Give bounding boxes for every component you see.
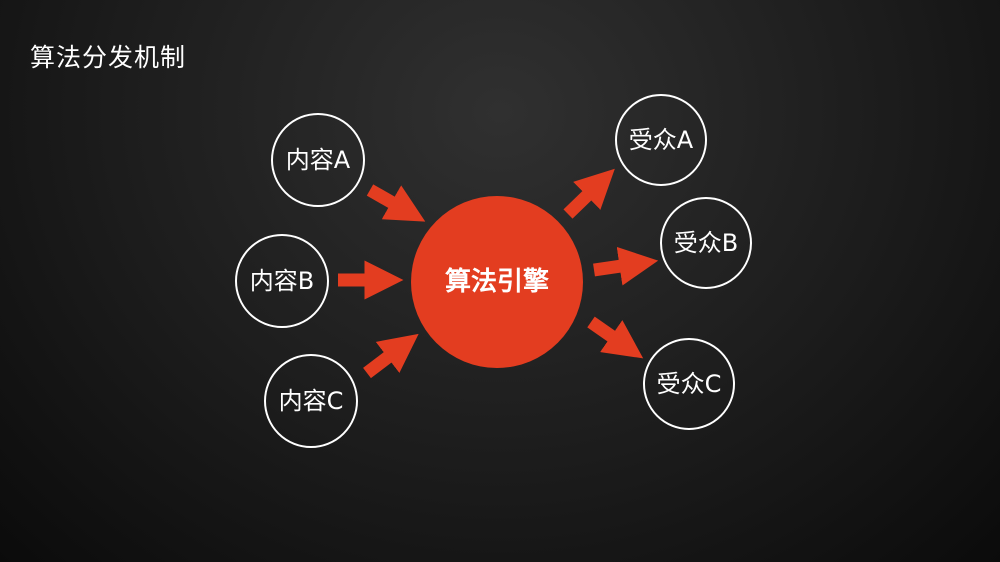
- content-node-a: 内容A: [271, 113, 365, 207]
- content-label: 内容B: [250, 267, 314, 295]
- audience-label: 受众C: [657, 370, 722, 398]
- audience-node-a: 受众A: [615, 94, 707, 186]
- content-label: 内容C: [279, 387, 344, 415]
- engine-label: 算法引擎: [445, 266, 549, 297]
- arrow-content-a: [366, 184, 426, 222]
- content-label: 内容A: [286, 146, 351, 174]
- arrow-audience-a: [563, 168, 615, 219]
- arrow-audience-b: [593, 246, 659, 286]
- audience-label: 受众B: [674, 229, 738, 257]
- arrow-audience-c: [587, 316, 644, 359]
- audience-node-c: 受众C: [643, 338, 735, 430]
- arrow-content-c: [363, 333, 419, 379]
- slide-title: 算法分发机制: [30, 43, 187, 72]
- audience-label: 受众A: [629, 126, 694, 154]
- content-node-b: 内容B: [235, 234, 329, 328]
- content-node-c: 内容C: [264, 354, 358, 448]
- audience-node-b: 受众B: [660, 197, 752, 289]
- engine-node: 算法引擎: [411, 196, 583, 368]
